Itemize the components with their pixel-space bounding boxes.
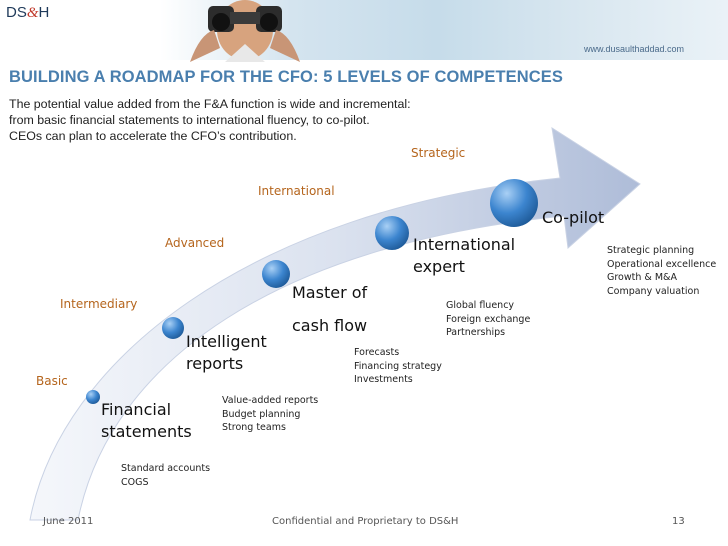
details-financial-statements: Standard accounts COGS (121, 462, 210, 489)
detail-item: Forecasts (354, 346, 442, 360)
level-basic: Basic (36, 374, 68, 388)
detail-item: Company valuation (607, 285, 716, 299)
level-intermediary: Intermediary (60, 297, 137, 311)
detail-item: Financing strategy (354, 360, 442, 374)
stage-label-line: International (413, 234, 515, 256)
stage-label-line: Master of (292, 276, 367, 309)
detail-item: Strong teams (222, 421, 318, 435)
detail-item: Strategic planning (607, 244, 716, 258)
stage-intelligent-reports: Intelligent reports (186, 331, 267, 375)
stage-node-5 (490, 179, 538, 227)
stage-financial-statements: Financial statements (101, 399, 192, 443)
detail-item: Growth & M&A (607, 271, 716, 285)
stage-master-of-cash-flow: Master of cash flow (292, 276, 367, 342)
stage-label-line: Intelligent (186, 331, 267, 353)
details-co-pilot: Strategic planning Operational excellenc… (607, 244, 716, 298)
stage-label-line: expert (413, 256, 515, 278)
details-master-of-cash-flow: Forecasts Financing strategy Investments (354, 346, 442, 387)
footer-date: June 2011 (43, 516, 93, 527)
stage-node-2 (162, 317, 184, 339)
level-strategic: Strategic (411, 146, 465, 160)
detail-item: COGS (121, 476, 210, 490)
stage-node-1 (86, 390, 100, 404)
stage-node-3 (262, 260, 290, 288)
detail-item: Investments (354, 373, 442, 387)
stage-label-line: cash flow (292, 309, 367, 342)
stage-co-pilot: Co-pilot (542, 207, 604, 229)
level-international: International (258, 184, 335, 198)
detail-item: Value-added reports (222, 394, 318, 408)
detail-item: Operational excellence (607, 258, 716, 272)
stage-label-line: Co-pilot (542, 207, 604, 229)
detail-item: Partnerships (446, 326, 530, 340)
page-number: 13 (672, 516, 685, 527)
detail-item: Budget planning (222, 408, 318, 422)
details-international-expert: Global fluency Foreign exchange Partners… (446, 299, 530, 340)
detail-item: Global fluency (446, 299, 530, 313)
footer-confidential: Confidential and Proprietary to DS&H (272, 516, 458, 527)
stage-label-line: Financial (101, 399, 192, 421)
detail-item: Standard accounts (121, 462, 210, 476)
detail-item: Foreign exchange (446, 313, 530, 327)
stage-node-4 (375, 216, 409, 250)
stage-international-expert: International expert (413, 234, 515, 278)
stage-label-line: statements (101, 421, 192, 443)
details-intelligent-reports: Value-added reports Budget planning Stro… (222, 394, 318, 435)
level-advanced: Advanced (165, 236, 224, 250)
stage-label-line: reports (186, 353, 267, 375)
